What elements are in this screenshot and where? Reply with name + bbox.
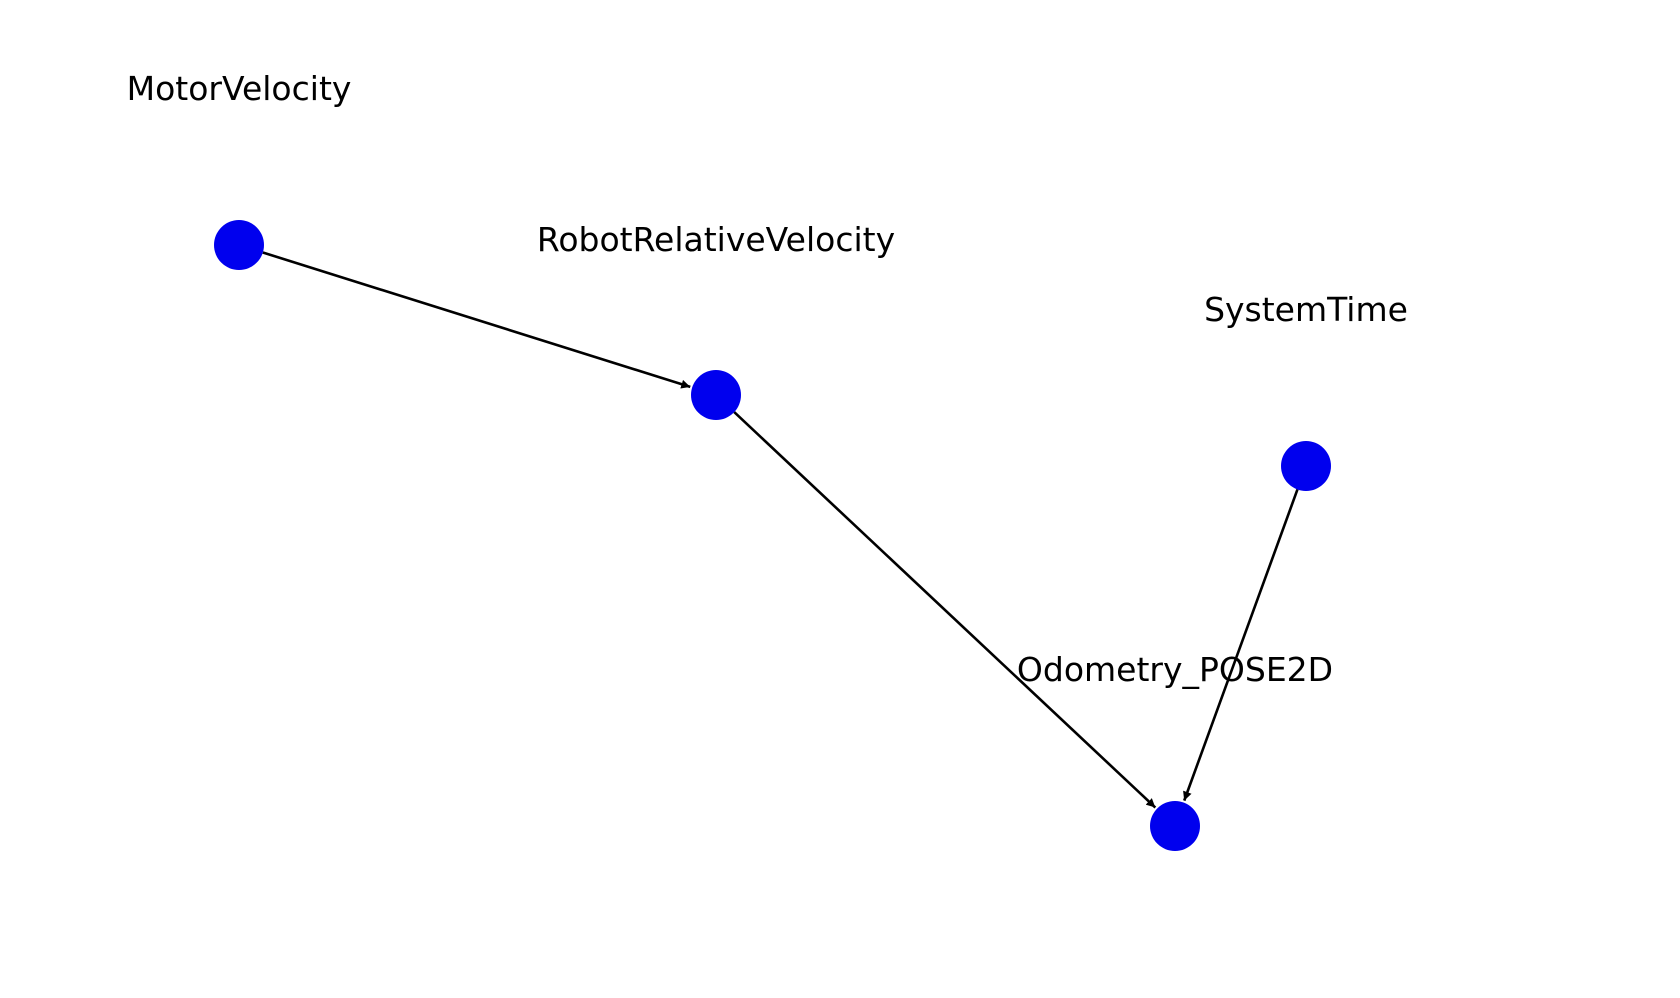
node-circle <box>691 370 741 420</box>
node-robotrelativevelocity: RobotRelativeVelocity <box>537 220 895 420</box>
node-systemtime: SystemTime <box>1204 290 1408 491</box>
edge-motor-to-robot <box>262 251 691 389</box>
nodes: MotorVelocity RobotRelativeVelocity Syst… <box>127 69 1408 851</box>
node-odometry-pose2d: Odometry_POSE2D <box>1017 650 1333 851</box>
node-label-robotrelativevelocity: RobotRelativeVelocity <box>537 220 895 259</box>
node-motorvelocity: MotorVelocity <box>127 69 352 270</box>
node-label-odometry-pose2d: Odometry_POSE2D <box>1017 650 1333 689</box>
edge-robot-to-odom <box>733 411 1157 809</box>
node-label-systemtime: SystemTime <box>1204 290 1408 329</box>
edges <box>262 251 1299 809</box>
edge-time-to-odom <box>1183 489 1299 802</box>
node-circle <box>214 220 264 270</box>
node-circle <box>1150 801 1200 851</box>
node-circle <box>1281 441 1331 491</box>
node-label-motorvelocity: MotorVelocity <box>127 69 352 108</box>
